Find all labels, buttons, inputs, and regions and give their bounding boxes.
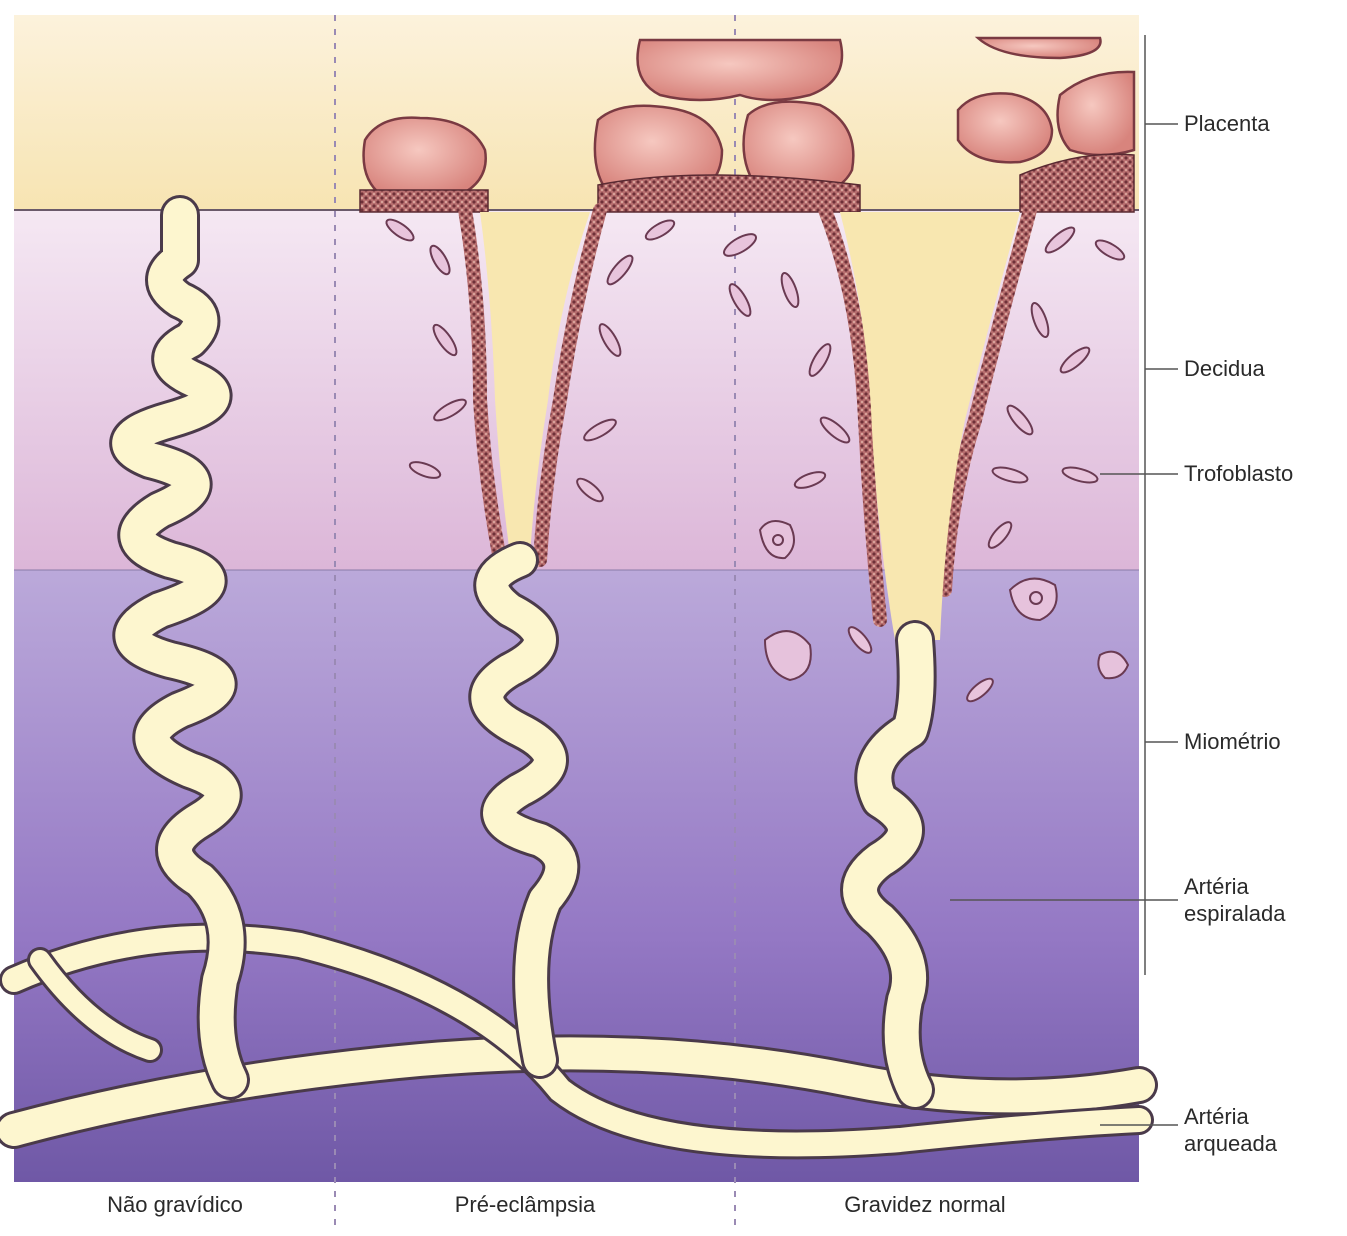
caption-pre-eclampsia: Pré-eclâmpsia [345,1192,705,1218]
caption-gravidez-normal: Gravidez normal [745,1192,1105,1218]
caption-nao-gravidico: Não gravídico [0,1192,355,1218]
